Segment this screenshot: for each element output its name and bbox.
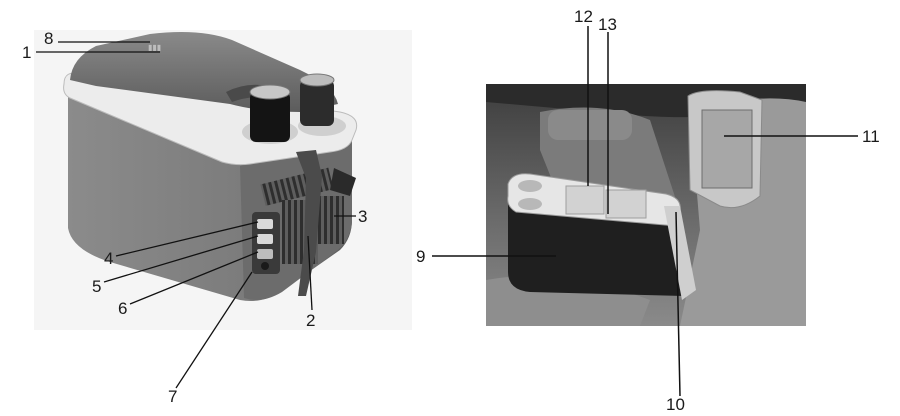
leader-10 (675, 211, 681, 397)
callout-11: 11 (862, 127, 880, 146)
switch-middle (257, 234, 273, 244)
callout-9: 9 (416, 247, 426, 266)
front-vent-2 (318, 196, 344, 244)
callout-6: 6 (118, 299, 128, 318)
lid-mesh-pocket (701, 109, 753, 189)
leader-4 (115, 221, 259, 257)
armrest-cup-left (518, 180, 542, 192)
can-left-top (249, 84, 291, 100)
armrest-hinge-strap (664, 206, 696, 300)
callout-4: 4 (104, 249, 114, 268)
leader-6 (129, 251, 259, 305)
switch-top (257, 219, 273, 229)
carry-strap (296, 150, 322, 296)
can-right-top (299, 73, 335, 87)
callout-2: 2 (306, 311, 316, 330)
armrest-cup-right (518, 198, 542, 210)
compartment-b (605, 189, 647, 219)
callout-12: 12 (574, 7, 593, 26)
leader-2 (307, 235, 313, 311)
callout-1: 1 (22, 43, 32, 62)
leader-7 (175, 271, 253, 389)
leader-5 (103, 235, 259, 283)
callout-3: 3 (358, 207, 368, 226)
callout-5: 5 (92, 277, 102, 296)
can-left (250, 92, 290, 142)
strap-buckle (330, 168, 356, 196)
headrest (548, 110, 632, 140)
can-right (300, 80, 334, 126)
power-socket (261, 262, 269, 270)
callout-13: 13 (598, 15, 617, 34)
switch-bottom (257, 249, 273, 259)
callout-7: 7 (168, 387, 178, 406)
callout-10: 10 (666, 395, 685, 414)
left-leader-lines (36, 41, 356, 389)
lid-logo: ▮▮▮ (148, 43, 161, 52)
callout-8: 8 (44, 29, 54, 48)
compartment-a (565, 185, 605, 215)
right-leader-lines (432, 26, 858, 397)
